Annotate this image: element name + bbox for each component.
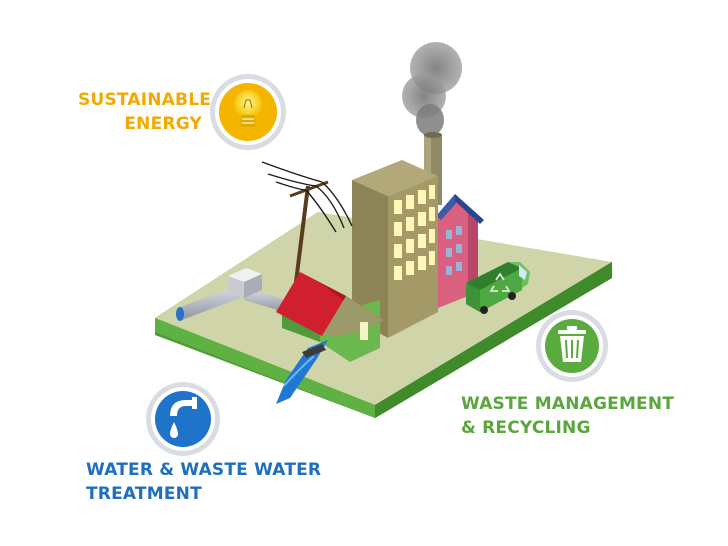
wastewater-outflow [276, 340, 328, 404]
trash-can-icon [558, 326, 586, 362]
utility-pole [261, 161, 353, 283]
water-tap-icon [170, 397, 197, 438]
waste-label-line1: WASTE MANAGEMENT [461, 394, 675, 414]
water-pipe [176, 268, 286, 321]
pink-house [436, 194, 484, 308]
green-house [276, 272, 384, 362]
waste-management-label: WASTE MANAGEMENT & RECYCLING [461, 392, 674, 440]
water-treatment-label: WATER & WASTE WATER TREATMENT [86, 458, 321, 506]
waste-badge [536, 310, 608, 382]
water-label-line1: WATER & WASTE WATER [86, 460, 322, 480]
energy-label-line1: SUSTAINABLE [78, 90, 212, 110]
energy-label-line2: ENERGY [124, 114, 202, 134]
water-badge [146, 382, 220, 456]
smoke-plume [402, 42, 462, 136]
recycle-icon [489, 272, 511, 292]
water-label-line2: TREATMENT [86, 484, 202, 504]
recycling-truck [466, 262, 530, 314]
sustainable-energy-label: SUSTAINABLE ENERGY [78, 88, 212, 136]
energy-badge [210, 74, 286, 150]
lightbulb-icon [234, 90, 262, 127]
factory-building [352, 160, 438, 338]
waste-label-line2: & RECYCLING [461, 418, 591, 438]
